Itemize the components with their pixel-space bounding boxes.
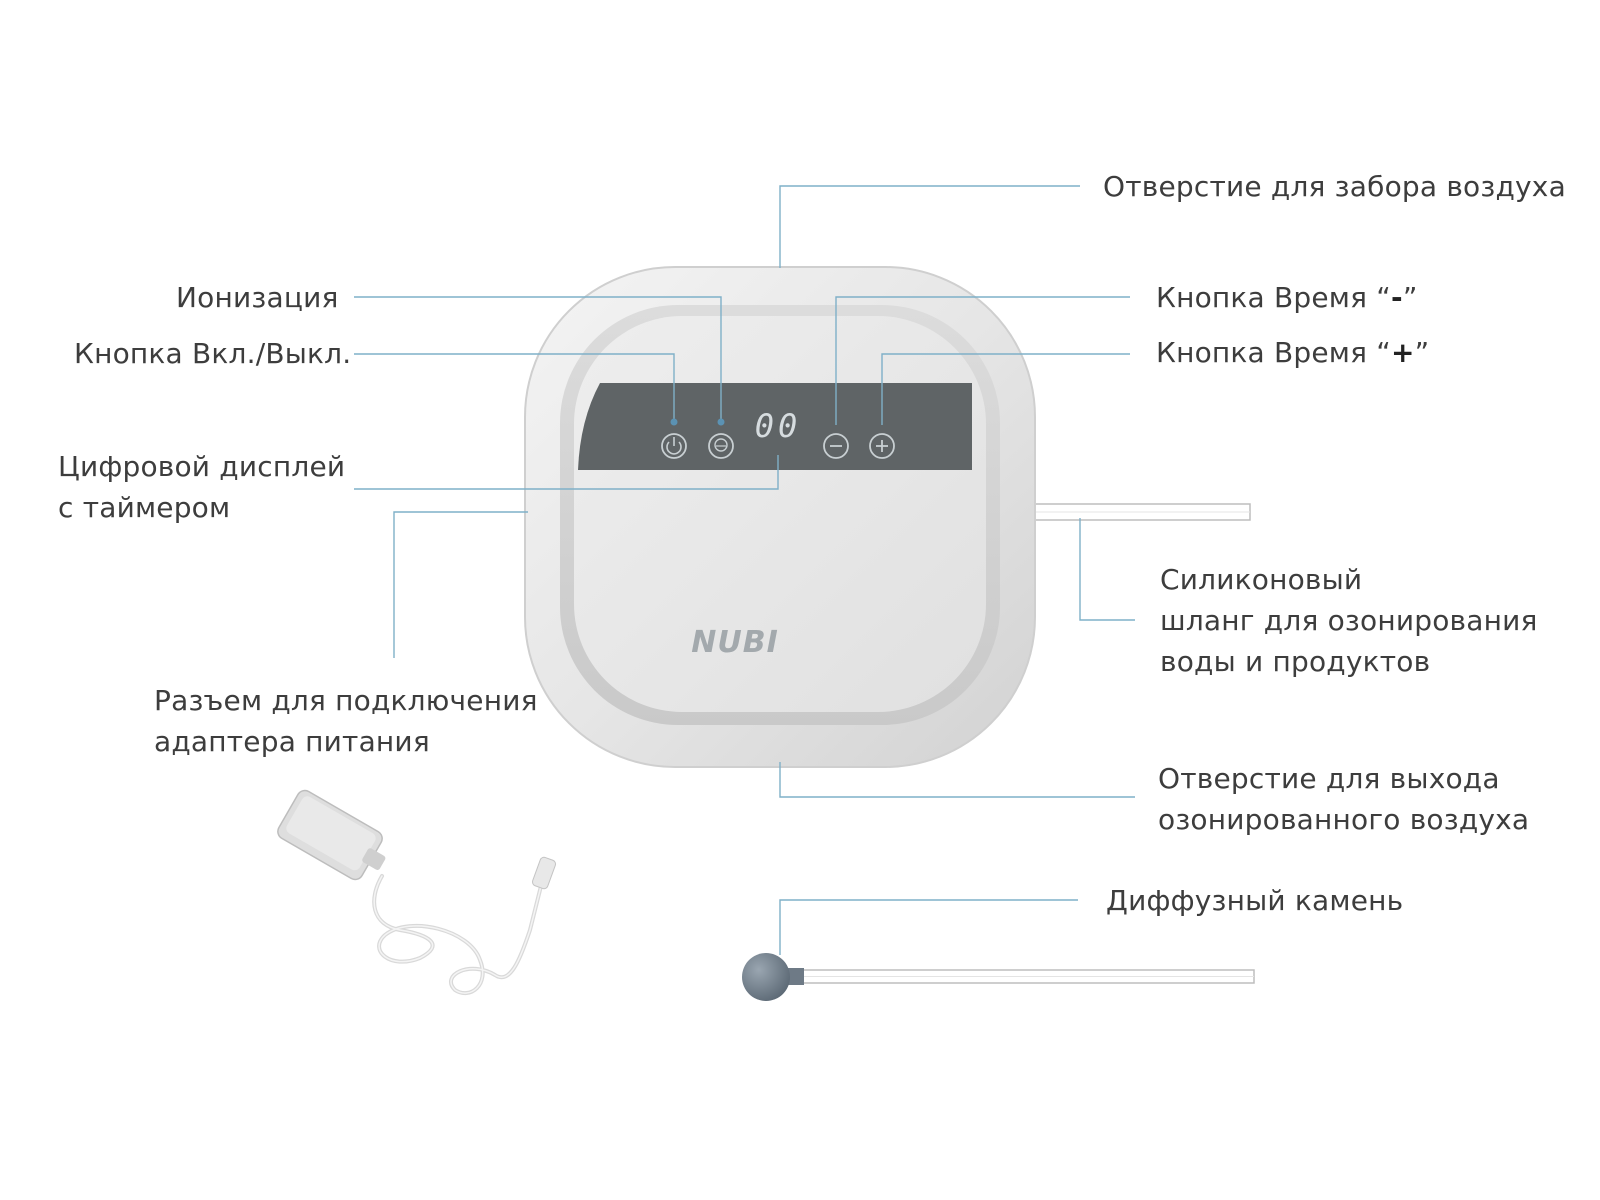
time-minus-button[interactable] — [823, 433, 849, 459]
label-time-plus-suffix: ” — [1414, 336, 1430, 369]
leader-time-plus — [881, 353, 1130, 425]
leader-power-connector — [393, 511, 528, 658]
label-time-plus: Кнопка Время “+” — [1156, 332, 1429, 373]
label-time-minus-suffix: ” — [1402, 281, 1418, 314]
control-panel — [578, 383, 972, 470]
silicone-hose — [999, 503, 1251, 521]
leader-air-intake — [779, 185, 1080, 268]
time-plus-button[interactable] — [869, 433, 895, 459]
label-diffuser-stone: Диффузный камень — [1106, 884, 1404, 917]
leader-hose — [1079, 518, 1135, 621]
label-time-minus-prefix: Кнопка Время “ — [1156, 281, 1391, 314]
leader-ionization — [354, 296, 722, 425]
label-air-outlet-line1: Отверстие для выхода — [1158, 762, 1500, 795]
label-air-intake: Отверстие для забора воздуха — [1103, 170, 1566, 203]
leader-air-outlet — [779, 762, 1135, 798]
leader-digital-display — [354, 455, 779, 490]
label-hose-line3: воды и продуктов — [1160, 645, 1431, 678]
label-power-connector-line2: адаптера питания — [154, 725, 430, 758]
label-digital-display: Цифровой дисплей с таймером — [58, 446, 345, 528]
power-button[interactable] — [661, 433, 687, 459]
ionization-button[interactable] — [708, 433, 734, 459]
label-time-plus-prefix: Кнопка Время “ — [1156, 336, 1391, 369]
label-hose-line1: Силиконовый — [1160, 563, 1363, 596]
label-power-connector: Разъем для подключения адаптера питания — [154, 680, 538, 762]
label-time-minus: Кнопка Время “-” — [1156, 277, 1418, 318]
label-hose: Силиконовый шланг для озонирования воды … — [1160, 559, 1538, 682]
label-time-plus-sign: + — [1390, 336, 1415, 369]
label-hose-line2: шланг для озонирования — [1160, 604, 1538, 637]
label-air-outlet: Отверстие для выхода озонированного возд… — [1158, 758, 1529, 840]
label-power-button: Кнопка Вкл./Выкл. — [74, 337, 352, 370]
label-air-outlet-line2: озонированного воздуха — [1158, 803, 1530, 836]
leader-time-minus — [835, 296, 1130, 425]
digital-display: 00 — [755, 407, 802, 445]
label-power-connector-line1: Разъем для подключения — [154, 684, 538, 717]
power-adapter — [277, 789, 557, 996]
label-time-minus-sign: - — [1390, 281, 1403, 314]
leader-diffuser-stone — [779, 899, 1078, 955]
nubi-logo: NUBI — [691, 625, 779, 660]
label-digital-display-line2: с таймером — [58, 491, 231, 524]
leader-power-button — [354, 353, 675, 425]
leader-lines — [354, 185, 1135, 955]
label-ionization: Ионизация — [176, 281, 339, 314]
label-digital-display-line1: Цифровой дисплей — [58, 450, 346, 483]
ozonator-body — [524, 266, 1036, 768]
indicator-dots — [670, 418, 725, 426]
diffuser-stone — [742, 953, 1255, 1001]
